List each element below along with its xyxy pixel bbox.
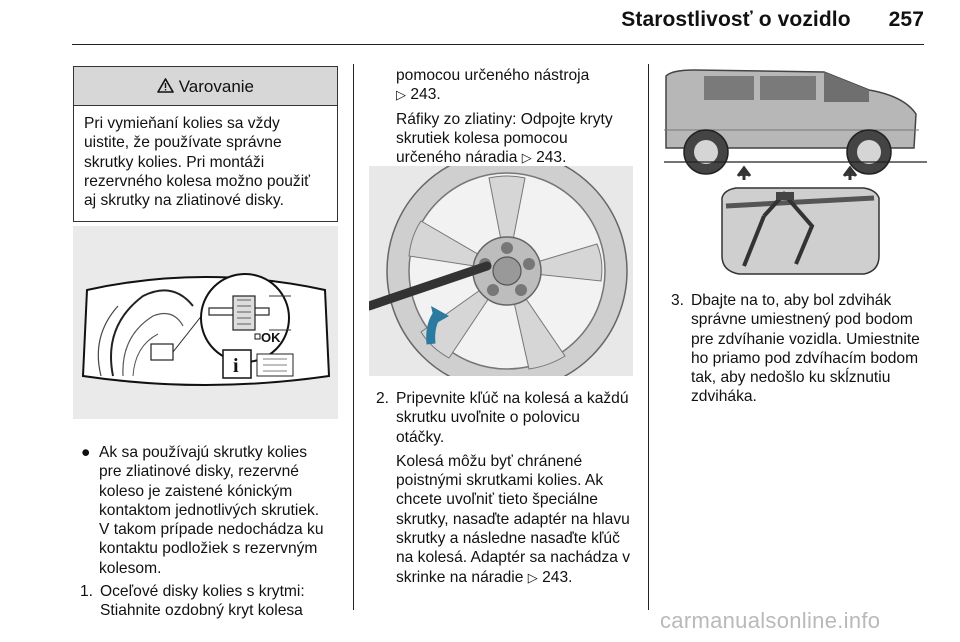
middle-column-top: pomocou určeného nástroja ▷ 243. Ráfiky … bbox=[369, 66, 641, 167]
left-column: ● Ak sa používajú skrutky kolies pre zli… bbox=[73, 443, 345, 621]
step-2: 2. Pripevnite kľúč na kolesá a každú skr… bbox=[376, 390, 629, 446]
bullet-item: ● Ak sa používajú skrutky kolies pre zli… bbox=[81, 444, 324, 577]
reference-arrow-icon: ▷ bbox=[527, 569, 538, 585]
page-header: Starostlivosť o vozidlo 257 bbox=[621, 8, 924, 32]
figure-wheel-wrench bbox=[364, 150, 633, 392]
warning-box: Varovanie Pri vymieňaní kolies sa vždy u… bbox=[73, 66, 338, 223]
warning-triangle-icon bbox=[157, 77, 179, 96]
figure-van-jack bbox=[664, 66, 927, 276]
page-title: Starostlivosť o vozidlo bbox=[621, 8, 851, 31]
warning-header: Varovanie bbox=[74, 67, 337, 106]
figure-wheel-bolt: OK i bbox=[73, 226, 338, 419]
page-number: 257 bbox=[888, 8, 924, 31]
step-1-continued: pomocou určeného nástroja ▷ 243. bbox=[396, 67, 590, 104]
header-rule bbox=[72, 44, 924, 45]
bullet-dot: ● bbox=[81, 444, 91, 461]
step-1: 1. Oceľové disky kolies s krytmi: Stiahn… bbox=[80, 583, 305, 620]
column-divider-left bbox=[353, 64, 354, 610]
step-3: 3. Dbajte na to, aby bol zdvihák správne… bbox=[671, 292, 920, 406]
warning-text: Pri vymieňaní kolies sa vždy uistite, že… bbox=[84, 115, 311, 210]
alloy-paragraph: Ráfiky zo zliatiny: Odpojte kryty skruti… bbox=[396, 110, 613, 167]
column-divider-right bbox=[648, 64, 649, 610]
middle-column-bottom: 2. Pripevnite kľúč na kolesá a každú skr… bbox=[369, 389, 641, 587]
ok-label: OK bbox=[261, 330, 281, 345]
reference-arrow-icon: ▷ bbox=[521, 150, 532, 166]
footer-watermark: carmanualsonline.info bbox=[660, 608, 881, 633]
right-column: 3. Dbajte na to, aby bol zdvihák správne… bbox=[664, 291, 934, 407]
warning-title: Varovanie bbox=[178, 77, 255, 96]
info-icon: i bbox=[233, 355, 239, 377]
reference-arrow-icon: ▷ bbox=[396, 87, 406, 103]
step-2-note: Kolesá môžu byť chránené poistnými skrut… bbox=[396, 452, 631, 586]
